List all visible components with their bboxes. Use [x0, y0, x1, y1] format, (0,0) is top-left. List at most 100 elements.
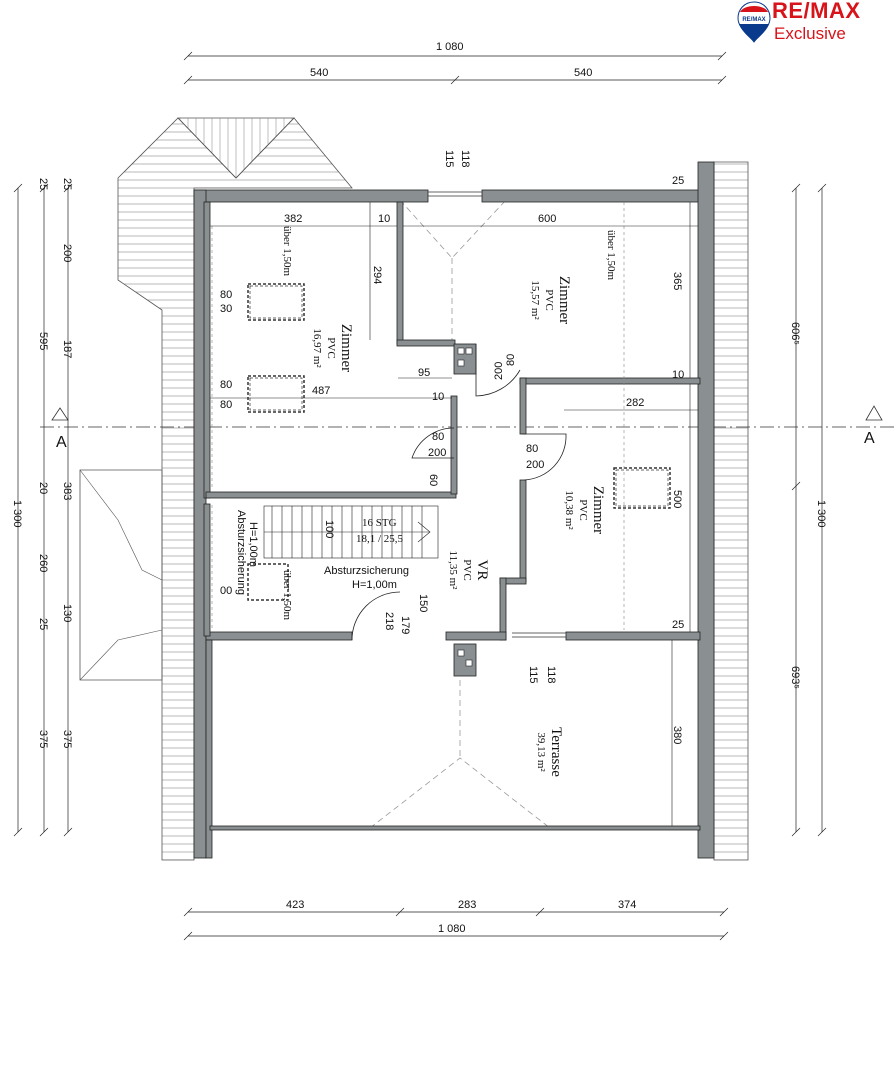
- svg-text:1 300: 1 300: [11, 500, 23, 528]
- svg-text:130: 130: [61, 604, 73, 622]
- svg-text:500: 500: [671, 490, 683, 508]
- svg-text:95: 95: [418, 367, 430, 379]
- svg-text:20: 20: [37, 482, 49, 494]
- svg-text:595: 595: [37, 332, 49, 350]
- room-zimmer-1: Zimmer PVC 16,97 m²: [311, 324, 354, 372]
- svg-text:179: 179: [399, 616, 411, 634]
- svg-text:10: 10: [672, 369, 684, 381]
- room-name: Zimmer: [590, 486, 606, 534]
- svg-text:60: 60: [427, 474, 439, 486]
- svg-text:282: 282: [626, 397, 644, 409]
- room-floor: PVC: [577, 499, 589, 520]
- walls: [193, 161, 715, 859]
- dimension-chains: [13, 51, 827, 941]
- room-floor: PVC: [325, 337, 337, 358]
- remax-logo: RE/MAX RE/MAX Exclusive: [736, 0, 896, 48]
- room-area: 16,97 m²: [311, 328, 323, 368]
- fall-protection-text: Absturzsicherung: [324, 565, 409, 577]
- room-labels: Zimmer PVC 16,97 m² Zimmer PVC 15,57 m² …: [281, 226, 617, 777]
- svg-text:80: 80: [505, 354, 517, 366]
- fall-protection-text-2: Absturzsicherung: [235, 510, 247, 595]
- svg-text:487: 487: [312, 385, 330, 397]
- room-zimmer-2: Zimmer PVC 15,57 m²: [529, 276, 572, 324]
- room-floor: PVC: [461, 559, 473, 580]
- svg-text:über 1,50m: über 1,50m: [281, 226, 293, 277]
- svg-text:382: 382: [284, 213, 302, 225]
- room-name: VR: [474, 560, 490, 581]
- svg-text:118: 118: [545, 666, 557, 684]
- svg-text:540: 540: [310, 67, 328, 79]
- slope-note-r1: über 1,50m: [281, 226, 293, 277]
- svg-text:25: 25: [37, 178, 49, 190]
- ridge-lines: [369, 199, 551, 829]
- svg-text:30: 30: [220, 303, 232, 315]
- svg-text:283: 283: [458, 899, 476, 911]
- svg-text:25: 25: [37, 618, 49, 630]
- doors: [351, 344, 567, 641]
- room-terrasse: Terrasse 39,13 m²: [535, 727, 564, 777]
- windows: [247, 191, 671, 638]
- room-name: Zimmer: [556, 276, 572, 324]
- fall-protection-height: H=1,00m: [352, 579, 397, 591]
- room-vr: VR PVC 11,35 m²: [447, 551, 490, 591]
- svg-text:200: 200: [526, 459, 544, 471]
- slope-note-r2: über 1,50m: [605, 230, 617, 281]
- svg-text:80: 80: [220, 289, 232, 301]
- internal-dims: [210, 202, 698, 826]
- svg-text:693⁵: 693⁵: [789, 666, 801, 689]
- stairs-ratio: 18,1 / 25,5: [356, 533, 404, 545]
- svg-text:218: 218: [383, 612, 395, 630]
- slope-note-bottom: über 1,50m: [281, 570, 293, 621]
- svg-text:606⁵: 606⁵: [789, 322, 801, 345]
- svg-text:80: 80: [220, 399, 232, 411]
- stairs: [263, 505, 439, 559]
- svg-text:25: 25: [672, 619, 684, 631]
- svg-text:80: 80: [432, 431, 444, 443]
- room-area: 10,38 m²: [563, 490, 575, 530]
- svg-text:1 080: 1 080: [438, 923, 466, 935]
- svg-text:118: 118: [459, 150, 471, 168]
- svg-text:1 300: 1 300: [815, 500, 827, 528]
- svg-text:383: 383: [61, 482, 73, 500]
- room-area: 39,13 m²: [535, 732, 547, 772]
- internal-dim-labels: 382 10 600 487 95 10 282 10 25 25 80 200…: [220, 150, 684, 744]
- room-floor: PVC: [543, 289, 555, 310]
- svg-text:10: 10: [432, 391, 444, 403]
- section-line: A A: [40, 405, 896, 451]
- svg-text:1 080: 1 080: [436, 41, 464, 53]
- svg-text:25: 25: [61, 178, 73, 190]
- section-label-right: A: [864, 430, 875, 447]
- balloon-icon: RE/MAX: [737, 1, 771, 43]
- svg-text:200: 200: [428, 447, 446, 459]
- room-name: Terrasse: [548, 727, 564, 777]
- svg-text:100: 100: [323, 520, 335, 538]
- logo-brand: RE/MAX: [772, 0, 861, 23]
- fall-protection-height-2: H=1,00m: [247, 522, 259, 567]
- dimension-labels: 1 080 540 540 423 283 374 1 080 1 300 25…: [11, 41, 827, 935]
- svg-text:375: 375: [37, 730, 49, 748]
- svg-text:00: 00: [220, 585, 232, 597]
- svg-text:115: 115: [527, 666, 539, 684]
- svg-text:25: 25: [672, 175, 684, 187]
- svg-text:540: 540: [574, 67, 592, 79]
- svg-text:600: 600: [538, 213, 556, 225]
- svg-text:80: 80: [220, 379, 232, 391]
- room-area: 15,57 m²: [529, 280, 541, 320]
- room-zimmer-3: Zimmer PVC 10,38 m²: [563, 486, 606, 534]
- svg-text:über 1,50m: über 1,50m: [605, 230, 617, 281]
- svg-text:380: 380: [671, 726, 683, 744]
- fall-protection: Absturzsicherung H=1,00m Absturzsicherun…: [235, 510, 409, 595]
- svg-text:RE/MAX: RE/MAX: [742, 17, 765, 23]
- svg-text:über 1,50m: über 1,50m: [281, 570, 293, 621]
- section-label-left: A: [56, 434, 67, 451]
- chimney-flues: [457, 347, 473, 667]
- roof-hatching: [79, 117, 749, 861]
- svg-text:260: 260: [37, 554, 49, 572]
- svg-text:200: 200: [61, 244, 73, 262]
- slope-lines: [211, 202, 625, 630]
- svg-text:150: 150: [417, 594, 429, 612]
- svg-text:365: 365: [671, 272, 683, 290]
- svg-text:10: 10: [378, 213, 390, 225]
- room-name: Zimmer: [338, 324, 354, 372]
- svg-text:187: 187: [61, 340, 73, 358]
